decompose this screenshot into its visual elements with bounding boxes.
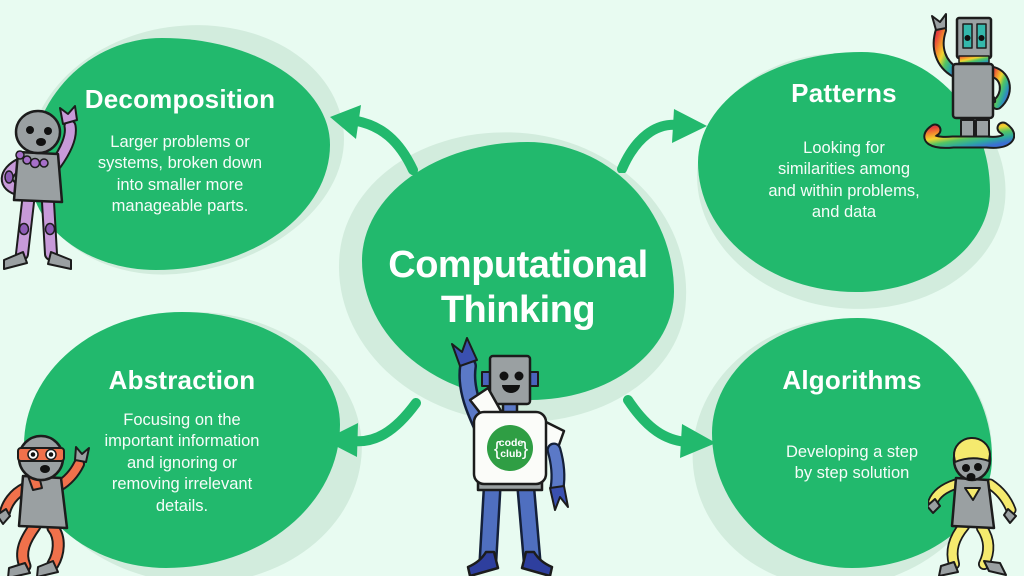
node-title-decomposition: Decomposition (84, 84, 276, 114)
node-body-algorithms: Developing a step by step solution (785, 443, 919, 483)
blob (712, 318, 992, 568)
codeclub-logo-line2: club (500, 448, 522, 460)
codeclub-robot-icon: { code club } (451, 337, 569, 576)
yellow-robot-figure (928, 436, 1017, 576)
node-content: Patterns Looking for similarities among … (698, 52, 990, 318)
node-body-patterns: Looking for similarities among and withi… (768, 139, 920, 222)
rainbow-robot-icon (923, 13, 1015, 149)
codeclub-logo-brace-left: { (494, 439, 501, 460)
arrow-to-patterns-icon (617, 109, 707, 173)
rainbow-robot-figure (923, 13, 1015, 149)
node-algorithms: Algorithms Developing a step by step sol… (679, 303, 1006, 576)
arrow-to-decomposition-icon (330, 105, 418, 175)
node-abstraction: Abstraction Focusing on the important in… (15, 297, 373, 576)
node-content: Algorithms Developing a step by step sol… (712, 318, 992, 576)
codeclub-robot-figure: { code club } (451, 337, 569, 576)
blob (698, 52, 990, 292)
node-body-decomposition: Larger problems or systems, broken down … (97, 133, 263, 216)
yellow-robot-icon (928, 436, 1017, 576)
node-content: Computational Thinking (362, 142, 674, 501)
node-title-patterns: Patterns (791, 78, 897, 108)
codeclub-logo-line1: code (499, 437, 524, 449)
node-title-abstraction: Abstraction (108, 365, 256, 395)
node-body-abstraction: Focusing on the important information an… (104, 411, 260, 515)
node-patterns: Patterns Looking for similarities among … (684, 38, 1019, 324)
purple-robot-figure (0, 105, 78, 270)
blob (24, 312, 340, 568)
codeclub-logo-brace-right: } (522, 439, 528, 460)
page-title: Computational Thinking (388, 244, 648, 331)
blob (30, 38, 330, 270)
purple-robot-icon (0, 105, 78, 270)
node-title-algorithms: Algorithms (782, 365, 922, 395)
arrow-to-algorithms-icon (623, 395, 716, 458)
node-content: Decomposition Larger problems or systems… (30, 38, 330, 316)
node-content: Abstraction Focusing on the important in… (24, 312, 340, 576)
orange-robot-icon (0, 434, 90, 576)
arrow-to-abstraction-icon (324, 398, 421, 457)
node-decomposition: Decomposition Larger problems or systems… (11, 5, 361, 293)
orange-robot-figure (0, 434, 90, 576)
